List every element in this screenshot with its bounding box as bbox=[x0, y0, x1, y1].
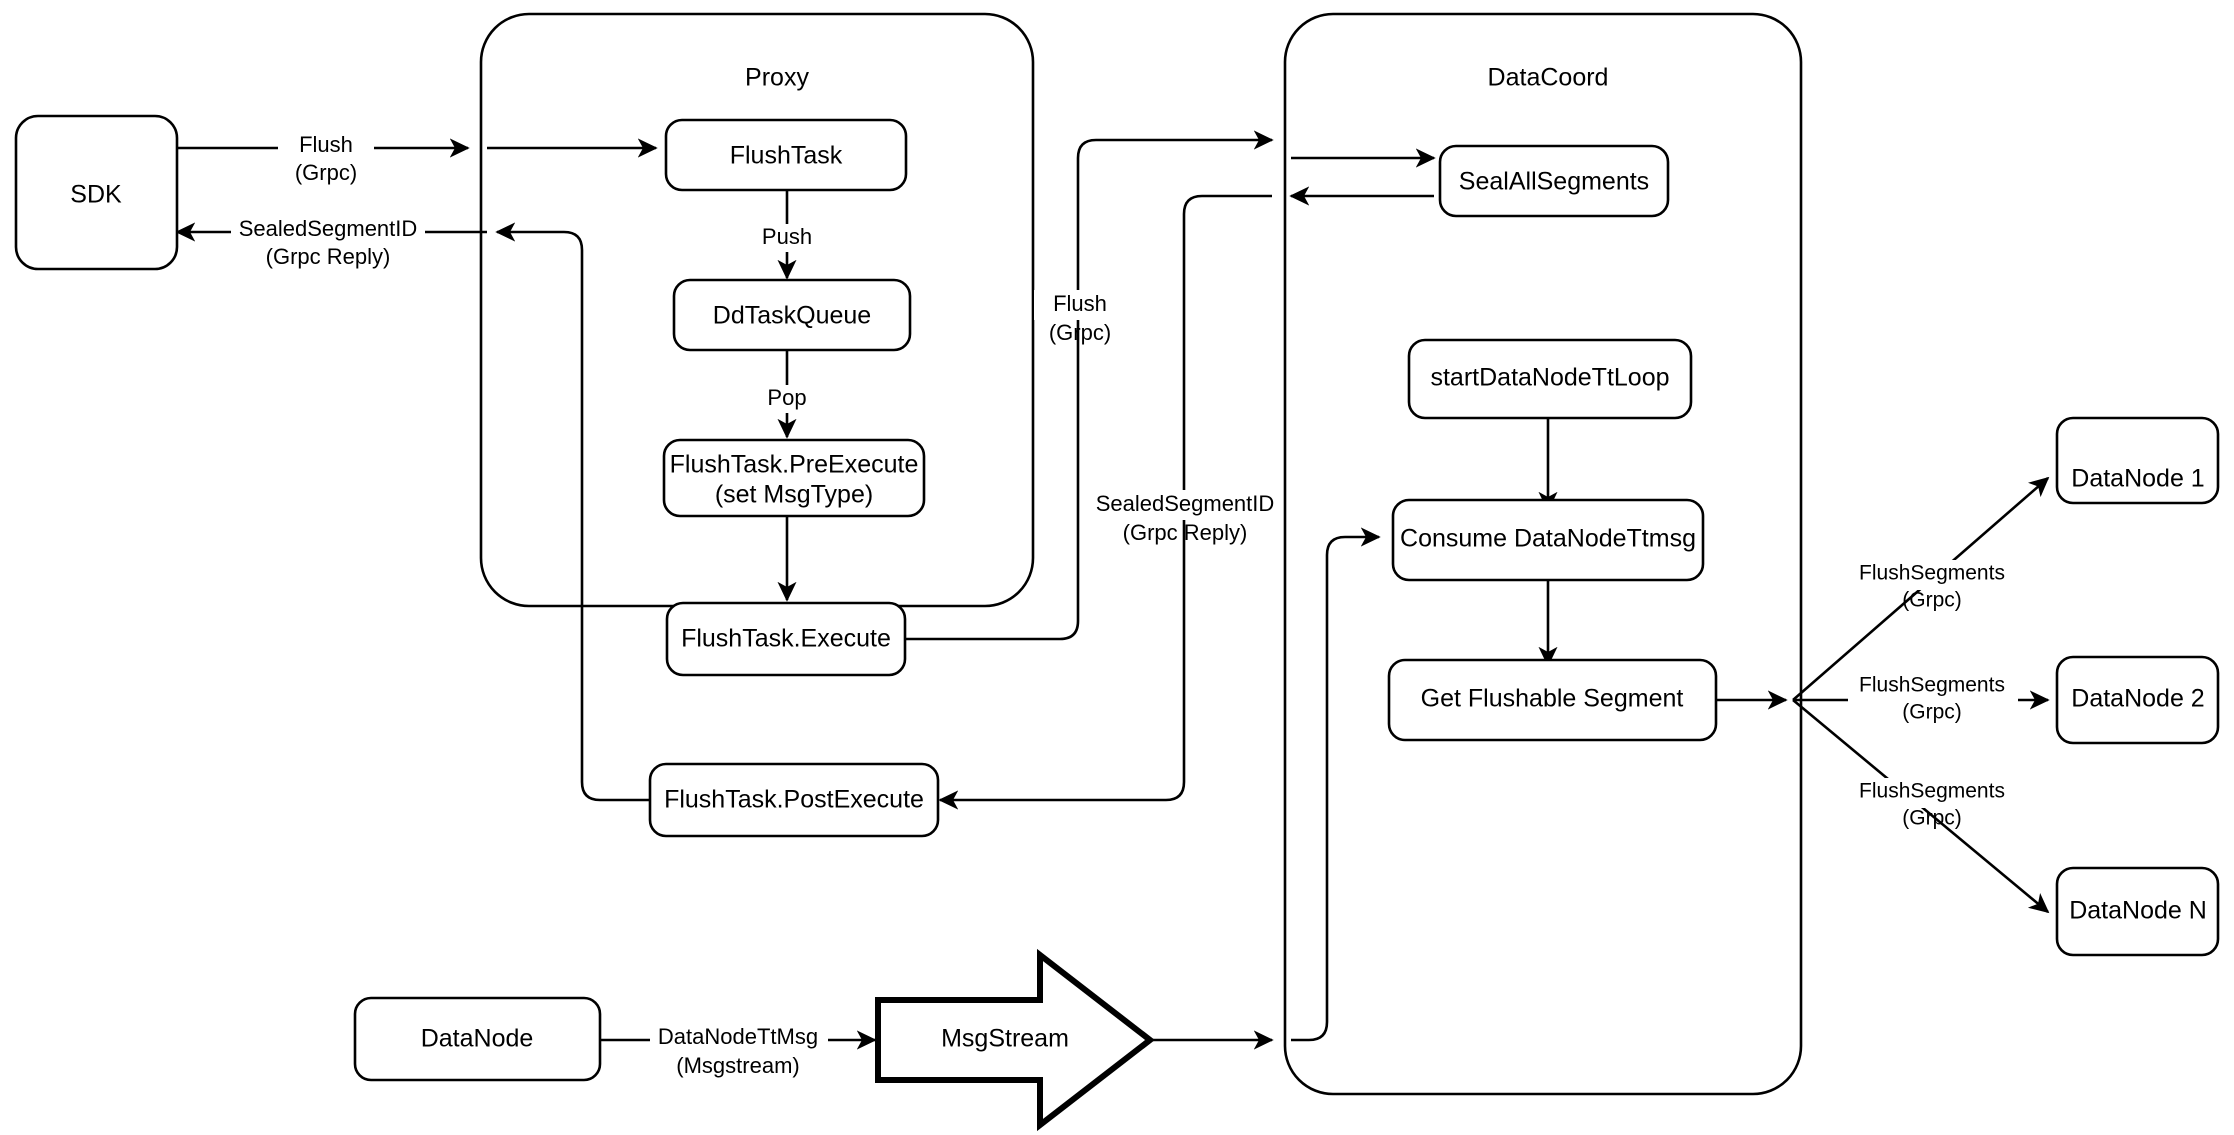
label-sdk-to-proxy-line2: (Grpc) bbox=[295, 160, 357, 185]
label-push: Push bbox=[762, 224, 812, 249]
node-dd-task-queue[interactable]: DdTaskQueue bbox=[672, 278, 912, 352]
edge-flush-grpc-path bbox=[905, 130, 1274, 641]
label-proxy-to-coord: Flush (Grpc) bbox=[1034, 290, 1126, 345]
flush-task-label: FlushTask bbox=[730, 142, 843, 170]
flush-task-preexecute-box[interactable] bbox=[662, 438, 926, 518]
label-sdk-to-proxy: Flush (Grpc) bbox=[278, 130, 374, 185]
node-flush-task[interactable]: FlushTask bbox=[664, 118, 908, 192]
label-proxy-to-sdk-line1: SealedSegmentID bbox=[239, 216, 418, 241]
datacoord-container-outline bbox=[1283, 12, 1803, 1096]
start-datanode-tt-loop-box[interactable] bbox=[1407, 338, 1693, 420]
node-consume-datanode-ttmsg[interactable]: Consume DataNodeTtmsg bbox=[1391, 498, 1705, 582]
datanode-1-label: DataNode 1 bbox=[2071, 465, 2204, 493]
datanode-source-label: DataNode bbox=[421, 1025, 534, 1053]
start-datanode-tt-loop-label: startDataNodeTtLoop bbox=[1430, 364, 1669, 392]
label-flush-segments-n-line2: (Grpc) bbox=[1902, 807, 1962, 830]
datacoord-group-label: DataCoord bbox=[1488, 64, 1609, 92]
label-flush-segments-n-line1: FlushSegments bbox=[1859, 780, 2005, 803]
dd-task-queue-label: DdTaskQueue bbox=[713, 302, 871, 330]
label-flush-segments-1-line1: FlushSegments bbox=[1859, 562, 2005, 585]
consume-datanode-ttmsg-box[interactable] bbox=[1391, 498, 1705, 582]
label-flush-segments-2-line2: (Grpc) bbox=[1902, 701, 1962, 724]
edge-postexecute-to-proxy-boundary bbox=[495, 222, 650, 802]
label-flush-segments-2: FlushSegments (Grpc) bbox=[1848, 672, 2018, 724]
label-coord-to-proxy-line1: SealedSegmentID bbox=[1096, 491, 1275, 516]
label-flush-segments-2-line1: FlushSegments bbox=[1859, 674, 2005, 697]
seal-all-segments-label: SealAllSegments bbox=[1459, 168, 1649, 196]
flush-task-postexecute-label: FlushTask.PostExecute bbox=[664, 786, 924, 814]
node-datanode-2[interactable]: DataNode 2 bbox=[2055, 655, 2220, 745]
datanode-1-box[interactable] bbox=[2055, 416, 2220, 505]
sdk-box[interactable] bbox=[14, 114, 179, 271]
node-datanode-n[interactable]: DataNode N bbox=[2055, 866, 2220, 957]
datanode-2-box[interactable] bbox=[2055, 655, 2220, 745]
label-datanode-ttmsg-line2: (Msgstream) bbox=[676, 1053, 799, 1078]
edge-boundary-to-consume-path bbox=[1291, 527, 1381, 1042]
label-coord-to-proxy-line2: (Grpc Reply) bbox=[1123, 520, 1248, 545]
datanode-source-box[interactable] bbox=[353, 996, 602, 1082]
label-flush-segments-1-line2: (Grpc) bbox=[1902, 589, 1962, 612]
label-datanode-ttmsg: DataNodeTtMsg (Msgstream) bbox=[650, 1024, 828, 1078]
label-proxy-to-coord-line2: (Grpc) bbox=[1049, 320, 1111, 345]
get-flushable-segment-box[interactable] bbox=[1387, 658, 1718, 742]
datanode-2-label: DataNode 2 bbox=[2071, 685, 2204, 713]
datanode-n-label: DataNode N bbox=[2069, 897, 2207, 925]
datanode-n-box[interactable] bbox=[2055, 866, 2220, 957]
msgstream-arrow-shape[interactable] bbox=[875, 948, 1155, 1132]
msgstream-label: MsgStream bbox=[941, 1025, 1069, 1053]
label-proxy-to-sdk-line2: (Grpc Reply) bbox=[266, 244, 391, 269]
edge-msgstream-to-datacoord bbox=[1150, 527, 1381, 1050]
flush-task-execute-box[interactable] bbox=[665, 601, 907, 677]
flush-task-execute-label: FlushTask.Execute bbox=[681, 625, 891, 653]
dd-task-queue-box[interactable] bbox=[672, 278, 912, 352]
node-flush-task-postexecute[interactable]: FlushTask.PostExecute bbox=[648, 762, 940, 838]
group-datacoord: DataCoord bbox=[1283, 12, 1803, 1096]
node-datanode-1[interactable]: DataNode 1 bbox=[2055, 416, 2220, 505]
label-flush-segments-n: FlushSegments (Grpc) bbox=[1848, 778, 2018, 830]
node-sdk[interactable]: SDK bbox=[14, 114, 179, 271]
label-push: Push bbox=[748, 224, 828, 252]
label-coord-to-proxy: SealedSegmentID (Grpc Reply) bbox=[1093, 490, 1279, 545]
flush-task-preexecute-label-line2: (set MsgType) bbox=[715, 481, 873, 509]
edge-execute-to-sealallsegments bbox=[905, 130, 1436, 641]
edge-postexecute-return-path bbox=[495, 222, 650, 802]
node-flush-task-preexecute[interactable]: FlushTask.PreExecute (set MsgType) bbox=[662, 438, 926, 518]
seal-all-segments-box[interactable] bbox=[1438, 144, 1670, 218]
label-proxy-to-sdk: SealedSegmentID (Grpc Reply) bbox=[231, 214, 425, 269]
consume-datanode-ttmsg-label: Consume DataNodeTtmsg bbox=[1400, 525, 1696, 553]
node-msgstream[interactable]: MsgStream bbox=[875, 948, 1155, 1132]
get-flushable-segment-label: Get Flushable Segment bbox=[1421, 685, 1684, 713]
label-sdk-to-proxy-line1: Flush bbox=[299, 132, 353, 157]
label-pop: Pop bbox=[767, 385, 806, 410]
proxy-group-label: Proxy bbox=[745, 64, 809, 92]
sdk-label: SDK bbox=[70, 181, 122, 209]
node-flush-task-execute[interactable]: FlushTask.Execute bbox=[665, 601, 907, 677]
node-seal-all-segments[interactable]: SealAllSegments bbox=[1438, 144, 1670, 218]
node-start-datanode-tt-loop[interactable]: startDataNodeTtLoop bbox=[1407, 338, 1693, 420]
label-flush-segments-1: FlushSegments (Grpc) bbox=[1848, 560, 2018, 612]
node-get-flushable-segment[interactable]: Get Flushable Segment bbox=[1387, 658, 1718, 742]
label-pop: Pop bbox=[752, 385, 822, 413]
flush-task-postexecute-box[interactable] bbox=[648, 762, 940, 838]
node-datanode-source[interactable]: DataNode bbox=[353, 996, 602, 1082]
label-proxy-to-coord-line1: Flush bbox=[1053, 291, 1107, 316]
label-datanode-ttmsg-line1: DataNodeTtMsg bbox=[658, 1024, 818, 1049]
flush-task-preexecute-label-line1: FlushTask.PreExecute bbox=[670, 451, 919, 479]
flush-task-box[interactable] bbox=[664, 118, 908, 192]
